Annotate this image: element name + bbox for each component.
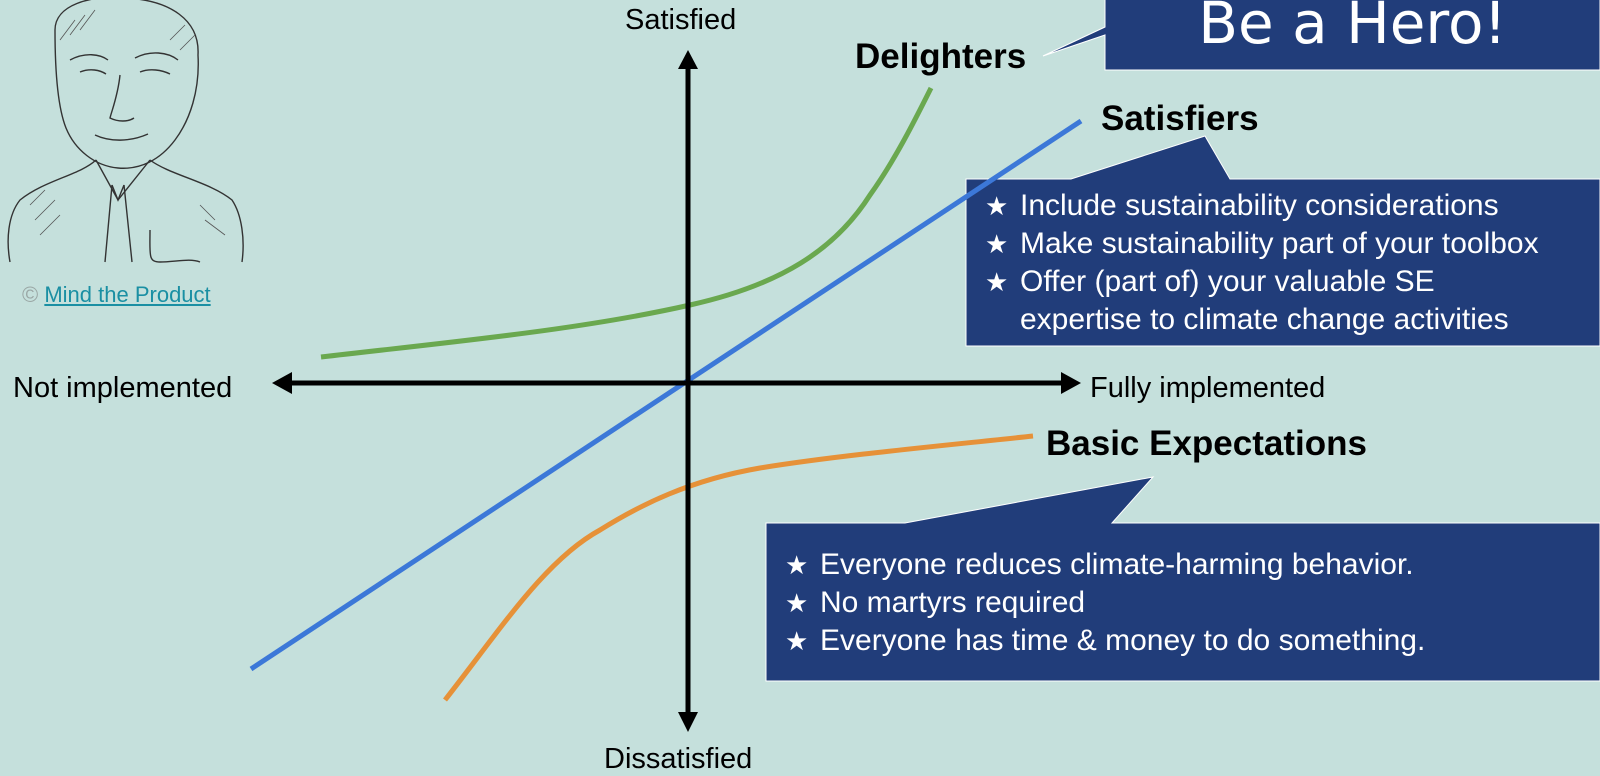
right-arrowhead (1061, 372, 1081, 394)
mind-the-product-link[interactable]: Mind the Product (44, 282, 211, 307)
portrait-illustration (7, 0, 244, 263)
basic-bullet-list: ★Everyone reduces climate-harming behavi… (785, 546, 1425, 660)
list-item: ★No martyrs required (785, 584, 1425, 622)
axis-label-not-implemented: Not implemented (13, 372, 233, 404)
copyright-symbol: © (22, 282, 39, 307)
left-arrowhead (272, 372, 292, 394)
delighters-label: Delighters (855, 37, 1027, 76)
star-icon: ★ (785, 626, 809, 656)
star-icon: ★ (985, 229, 1009, 259)
axis-label-satisfied: Satisfied (625, 4, 737, 36)
list-item: ★Everyone reduces climate-harming behavi… (785, 546, 1425, 584)
satisfiers-label: Satisfiers (1101, 99, 1259, 138)
star-icon: ★ (785, 588, 809, 618)
basic-callout-box (765, 476, 1600, 682)
basic-expectations-label: Basic Expectations (1046, 424, 1367, 463)
bottom-arrowhead (678, 712, 698, 732)
hero-callout-box (1042, 0, 1600, 71)
satisfiers-callout-box (965, 135, 1600, 347)
list-item: ★Make sustainability part of your toolbo… (985, 225, 1539, 263)
list-item: ★Offer (part of) your valuable SE (985, 263, 1539, 301)
delighters-curve (320, 86, 934, 360)
list-item: ★Include sustainability considerations (985, 187, 1539, 225)
credit-line: © Mind the Product (22, 282, 211, 308)
star-icon: ★ (985, 267, 1009, 297)
satisfiers-line (249, 118, 1083, 672)
be-a-hero-title: Be a Hero! (1198, 0, 1507, 57)
axis-label-dissatisfied: Dissatisfied (604, 743, 753, 775)
top-arrowhead (678, 50, 698, 69)
basic-expectations-curve (443, 433, 1034, 702)
list-item: ★Everyone has time & money to do somethi… (785, 622, 1425, 660)
star-icon: ★ (785, 550, 809, 580)
star-icon: ★ (985, 191, 1009, 221)
satisfiers-bullet-list: ★Include sustainability considerations ★… (985, 187, 1539, 339)
axis-label-fully-implemented: Fully implemented (1090, 372, 1326, 404)
list-item-continuation: expertise to climate change activities (1020, 303, 1509, 336)
